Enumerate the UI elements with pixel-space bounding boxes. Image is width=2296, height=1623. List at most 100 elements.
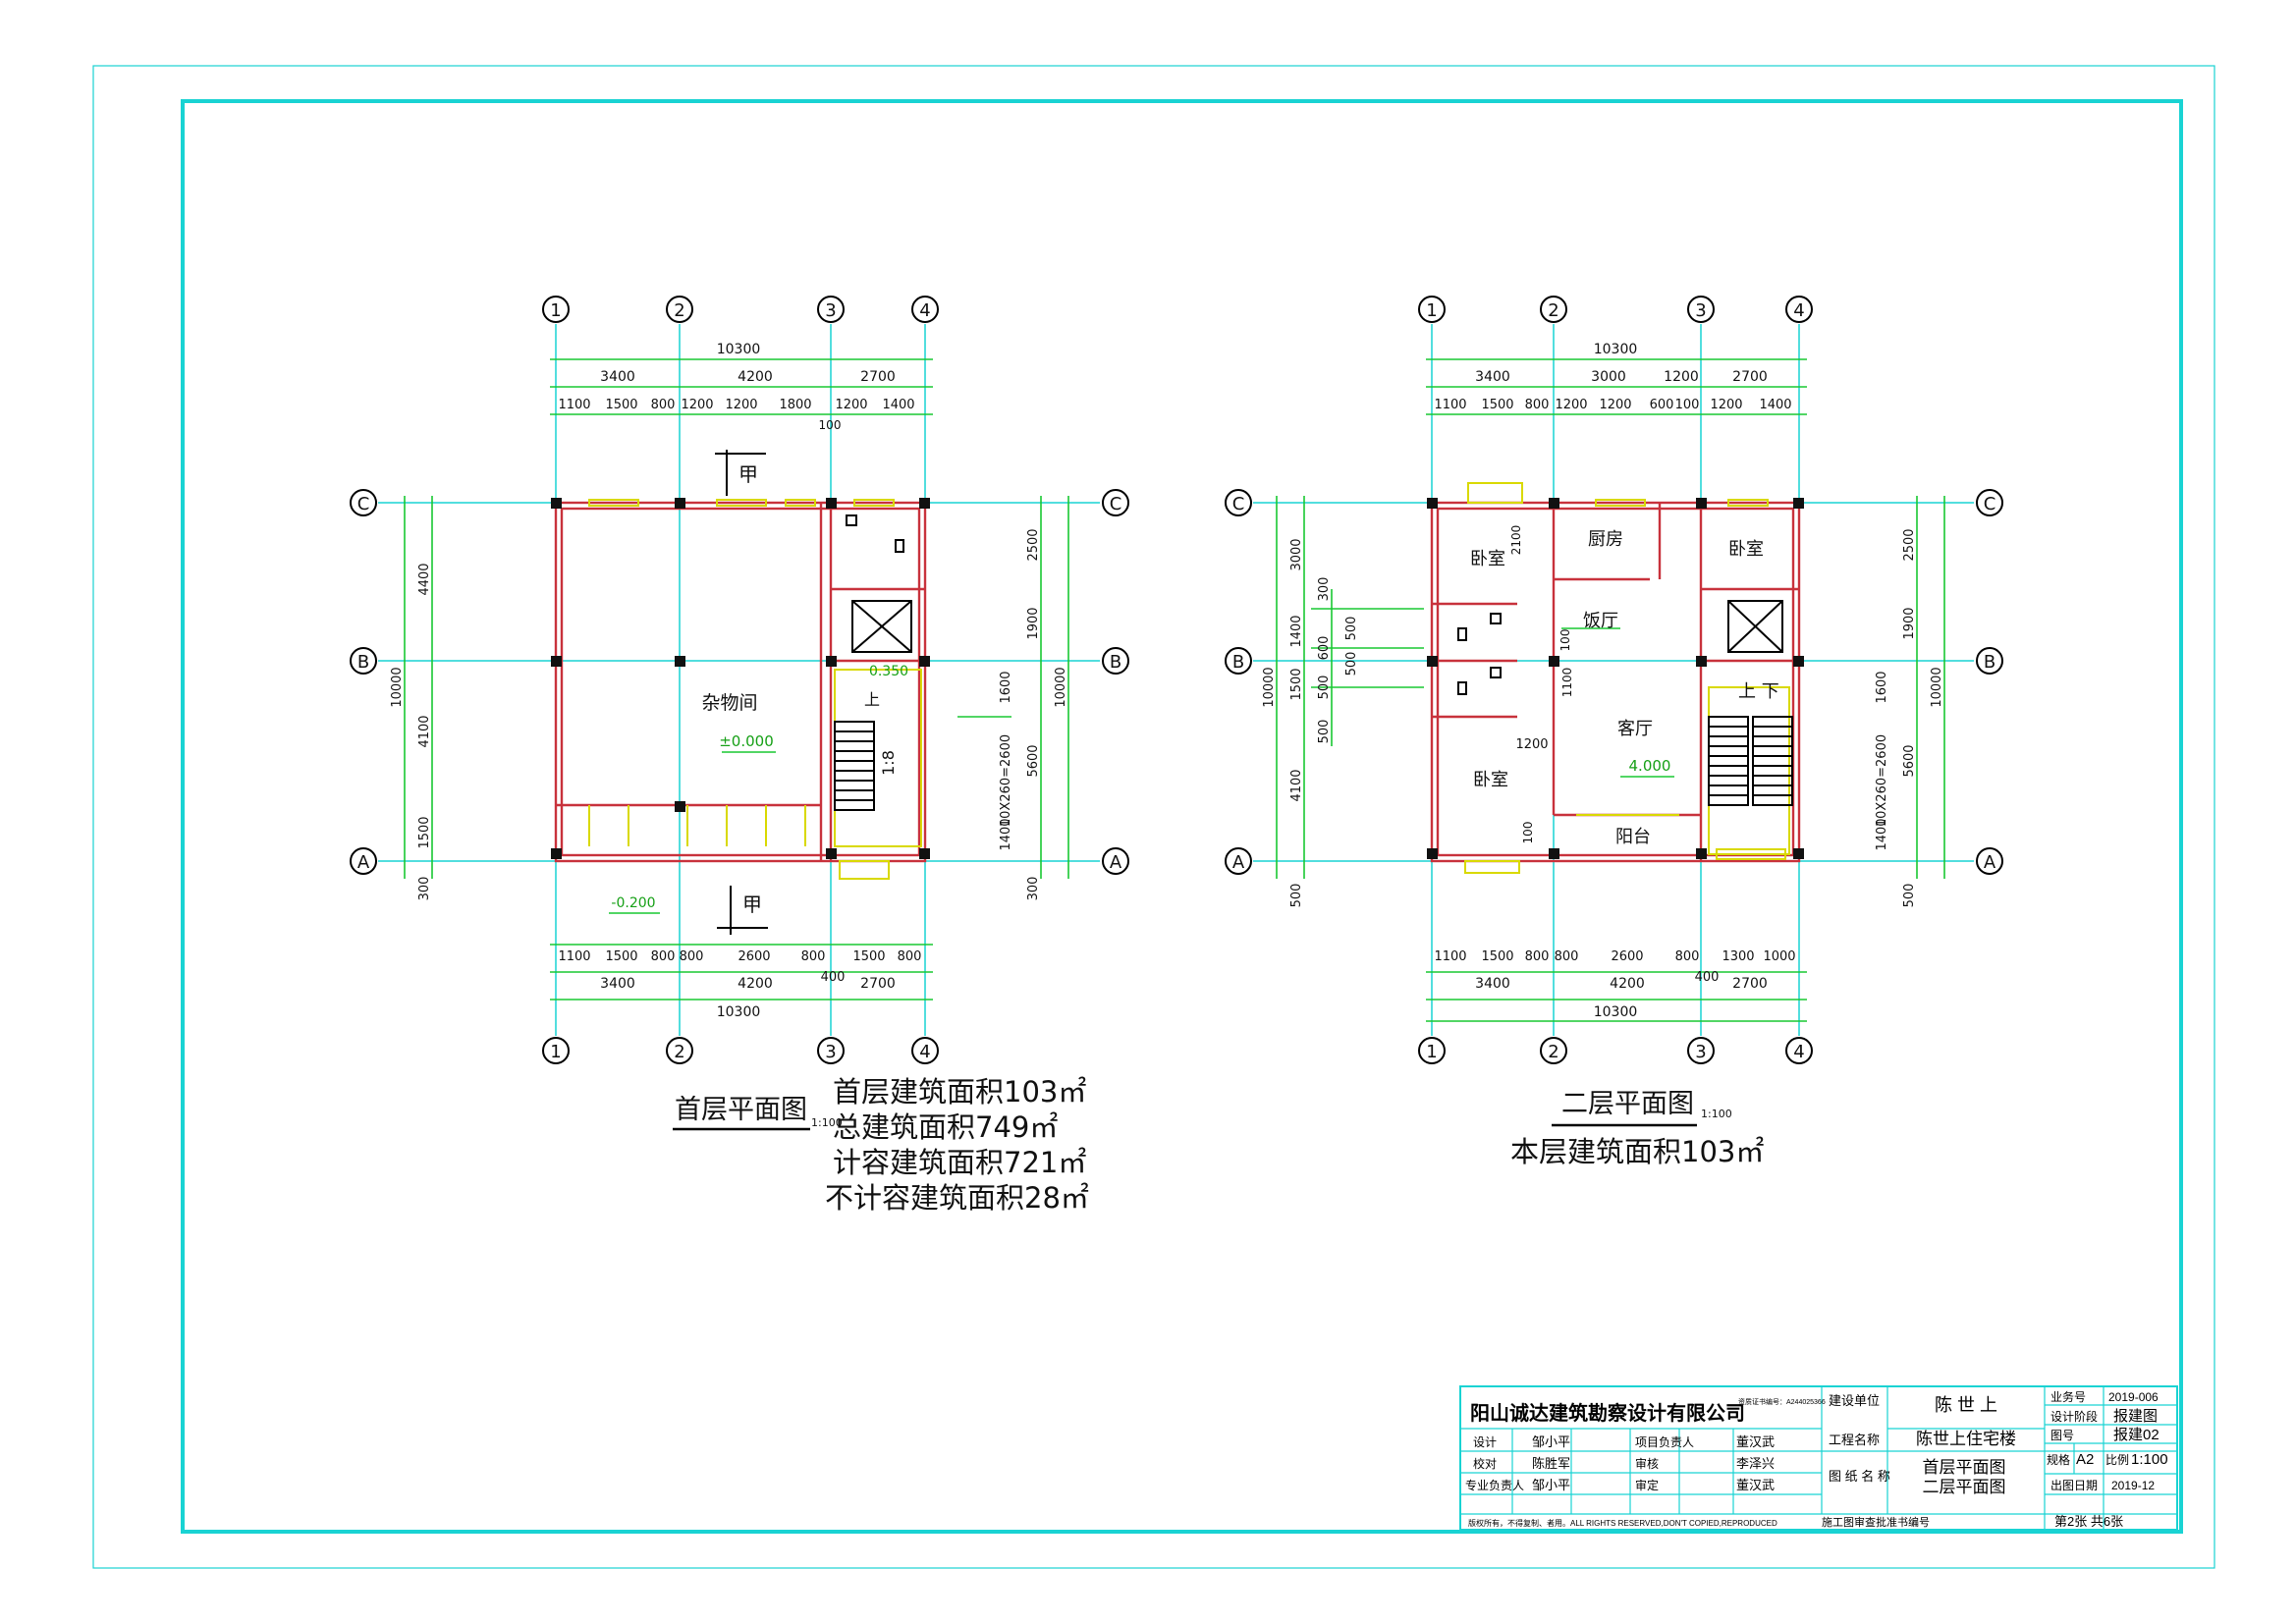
axis-label: 4: [1793, 300, 1804, 321]
dim-part: 2600: [1611, 949, 1643, 964]
dim-part: 1600: [1875, 671, 1889, 703]
dim-part: 1500: [605, 949, 637, 964]
toilet-icon: [846, 514, 857, 526]
dim-span: 1200: [1664, 369, 1699, 385]
ground-floor-plan: 1 2 3 4 1 2 3 4 C B A C B A: [350, 296, 1129, 1064]
meta-value: 1:100: [2131, 1451, 2168, 1468]
role-label: 项目负责人: [1635, 1435, 1694, 1449]
axis-label: A: [1110, 852, 1122, 873]
dim-part: 800: [1555, 949, 1579, 964]
role-label: 审核: [1635, 1456, 1659, 1471]
drawing-label: 图 纸 名 称: [1829, 1469, 1890, 1484]
dim-part: 800: [1525, 949, 1550, 964]
dim-part: 1400: [1759, 398, 1791, 412]
elevation-label: 0.350: [869, 664, 908, 679]
axis-label: B: [1232, 652, 1244, 673]
dim-part: 1400: [882, 398, 914, 412]
dim-part: 4100: [417, 715, 432, 747]
dim-part: 1200: [1555, 398, 1587, 412]
plan1-title: 首层平面图: [675, 1095, 807, 1125]
dim-part: 5600: [1902, 744, 1917, 777]
dim-part: 1500: [1481, 949, 1513, 964]
drawing-name: 二层平面图: [1923, 1478, 2006, 1496]
walls-plan2: [1430, 501, 1801, 863]
elevation-label: 4.000: [1629, 757, 1671, 775]
dim-part: 1500: [852, 949, 885, 964]
elevator-plan1: [851, 600, 912, 653]
dim-part: 800: [898, 949, 922, 964]
dim-part: 1200: [681, 398, 713, 412]
room-label: 阳台: [1615, 827, 1651, 847]
plan2-note: 本层建筑面积103㎡: [1510, 1135, 1764, 1168]
cert-number: 资质证书编号：A244025366: [1738, 1397, 1826, 1406]
axis-label: C: [1110, 494, 1122, 514]
axis-label: B: [1984, 652, 1995, 673]
toilet-icon: [1457, 681, 1467, 695]
dim-part: 300: [1026, 877, 1041, 901]
dim-part: 100: [1675, 398, 1700, 412]
meta-value: 报建02: [2113, 1427, 2159, 1443]
dim-part: 1000: [1763, 949, 1795, 964]
plan1-note: 首层建筑面积103㎡: [833, 1075, 1086, 1109]
dim-total-bottom: 10300: [1594, 1004, 1638, 1020]
dim-part: 3000: [1289, 538, 1304, 570]
axis-bubbles-plan2: 1 2 3 4 1 2 3 4 C B A C B A: [1225, 296, 2003, 1064]
axis-label: 2: [1548, 300, 1558, 321]
meta-value: 报建图: [2113, 1408, 2158, 1425]
room-label: 厨房: [1588, 529, 1623, 550]
stair-updown-label: 上 下: [1738, 681, 1779, 702]
dim-inner: 100: [1521, 822, 1535, 844]
entrance-marker-south: [717, 886, 768, 935]
dim-part: 1100: [1434, 398, 1466, 412]
axis-label: 2: [674, 300, 684, 321]
dim-inner: 2100: [1509, 525, 1523, 556]
plan2-scale: 1:100: [1701, 1108, 1732, 1120]
dim-part: 10X260=2600: [1875, 734, 1889, 827]
dim-part: 10X260=2600: [999, 734, 1013, 827]
role-label: 设计: [1473, 1435, 1497, 1449]
dim-inner: 100: [1558, 629, 1572, 652]
axis-label: B: [1110, 652, 1121, 673]
stair-plan2: [1708, 716, 1793, 806]
role-name: 邹小平: [1532, 1434, 1570, 1449]
dim-span: 2700: [1732, 976, 1768, 992]
dim-part: 1200: [835, 398, 867, 412]
meta-label: 业务号: [2050, 1389, 2086, 1404]
dim-part: 500: [1902, 884, 1917, 908]
axis-label: A: [1984, 852, 1996, 873]
meta-label: 图号: [2050, 1429, 2074, 1442]
axis-label: 4: [919, 1042, 930, 1062]
dim-span: 3400: [1475, 369, 1510, 385]
elevation-label: ±0.000: [719, 732, 774, 750]
dim-part: 800: [801, 949, 826, 964]
axis-label: 1: [550, 300, 561, 321]
title-block: 阳山诚达建筑勘察设计有限公司 资质证书编号：A244025366 建设单位 陈 …: [1459, 1385, 2178, 1531]
axis-label: C: [357, 494, 370, 514]
dim-part: 2500: [1902, 528, 1917, 561]
axis-label: 1: [1426, 300, 1437, 321]
plan1-note: 不计容建筑面积28㎡: [825, 1181, 1089, 1215]
axis-label: 1: [550, 1042, 561, 1062]
dim-inner: 1200: [1515, 737, 1548, 752]
dim-inner: 1100: [1560, 668, 1574, 698]
dim-part: 300: [1317, 577, 1332, 602]
plan1-note: 计容建筑面积721㎡: [833, 1146, 1086, 1179]
dim-part: 500: [1289, 884, 1304, 908]
elevator-plan2: [1727, 600, 1783, 653]
axis-label: 3: [1695, 1042, 1706, 1062]
dim-part: 600: [1650, 398, 1674, 412]
axis-label: A: [357, 852, 370, 873]
axis-bubbles-plan1: 1 2 3 4 1 2 3 4 C B A C B A: [350, 296, 1129, 1064]
meta-label: 出图日期: [2050, 1479, 2098, 1492]
axis-label: 3: [1695, 300, 1706, 321]
entrance-marker-north: [715, 450, 766, 496]
toilet-icon: [1457, 627, 1467, 641]
project-name: 陈世上住宅楼: [1916, 1430, 2016, 1448]
axis-label: 3: [825, 1042, 836, 1062]
room-label: 卧室: [1473, 770, 1508, 790]
second-floor-plan: 1 2 3 4 1 2 3 4 C B A C B A: [1225, 296, 2003, 1064]
dim-part: 800: [651, 949, 676, 964]
dim-part: 1200: [725, 398, 757, 412]
dim-span: 4200: [1610, 976, 1645, 992]
